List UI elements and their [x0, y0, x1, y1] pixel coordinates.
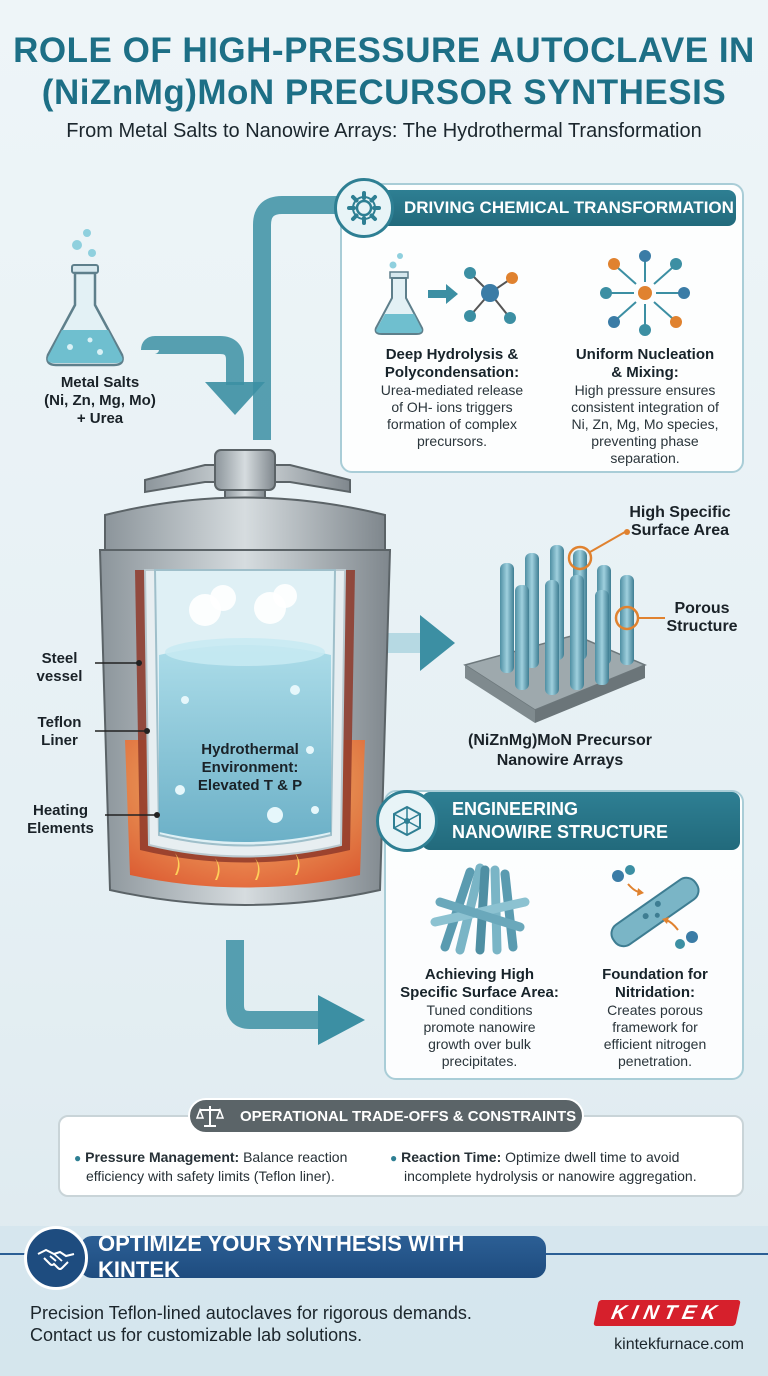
pressure-bullet: ● Pressure Management: Balance reaction … — [74, 1148, 374, 1185]
nanowire-caption-1: (NiZnMg)MoN Precursor — [468, 732, 652, 749]
reaction-time-bullet: ● Reaction Time: Optimize dwell time to … — [390, 1148, 736, 1185]
porous-label-1: Porous — [674, 600, 730, 617]
surface-item-text-3: growth over bulk — [428, 1036, 531, 1052]
input-label-line-3: + Urea — [76, 410, 124, 427]
teflon-label-2: Liner — [41, 732, 78, 749]
nucleation-text-3: Ni, Zn, Mg, Mo species, — [571, 416, 719, 432]
nucleation-item: Uniform Nucleation & Mixing: High pressu… — [550, 346, 740, 467]
nucleation-text-1: High pressure ensures — [574, 382, 716, 398]
nitridation-text-1: Creates porous — [607, 1002, 703, 1018]
bullet-dot-icon: ● — [74, 1151, 82, 1165]
nitridation-text-3: efficient nitrogen — [603, 1036, 707, 1052]
hydrolysis-icon — [374, 253, 518, 335]
gear-icon — [334, 178, 394, 238]
footer-tagline: Precision Teflon-lined autoclaves for ri… — [30, 1302, 530, 1346]
tradeoffs-heading: OPERATIONAL TRADE-OFFS & CONSTRAINTS — [188, 1098, 584, 1134]
surface-item-title-1: Achieving High — [424, 966, 535, 983]
cta-button[interactable]: OPTIMIZE YOUR SYNTHESIS WITH KINTEK — [80, 1231, 546, 1282]
nucleation-text-4: preventing phase — [591, 433, 699, 449]
nucleation-icon — [600, 250, 690, 336]
pressure-bullet-title: Pressure Management: — [85, 1149, 240, 1165]
handshake-icon — [24, 1226, 88, 1290]
bullet-dot-icon: ● — [390, 1151, 398, 1165]
porous-structure-callout: Porous Structure — [660, 600, 744, 636]
title-line-2: (NiZnMg)MoN PRECURSOR SYNTHESIS — [41, 73, 727, 112]
page-title: ROLE OF HIGH-PRESSURE AUTOCLAVE IN (NiZn… — [0, 30, 768, 114]
surface-item-title-2: Specific Surface Area: — [400, 984, 559, 1001]
surface-area-callout: High Specific Surface Area — [620, 504, 740, 540]
nucleation-text-5: separation. — [610, 450, 680, 466]
heating-elements-label: Heating Elements — [18, 802, 103, 838]
heating-label-2: Elements — [27, 820, 94, 837]
surface-item-text-4: precipitates. — [441, 1053, 518, 1069]
env-line-2: Environment: — [201, 759, 299, 776]
nucleation-title-1: Uniform Nucleation — [575, 346, 715, 363]
hydrolysis-title-1: Deep Hydrolysis & — [385, 346, 519, 363]
surface-label-1: High Specific — [629, 504, 731, 521]
steel-label-1: Steel — [41, 650, 78, 667]
nitridation-item: Foundation for Nitridation: Creates poro… — [575, 966, 735, 1070]
autoclave-illustration — [98, 449, 392, 906]
env-line-1: Hydrothermal — [201, 741, 299, 758]
env-line-3: Elevated T & P — [197, 777, 303, 794]
label-leader-lines — [95, 660, 160, 818]
chemical-panel-heading: DRIVING CHEMICAL TRANSFORMATION — [378, 190, 736, 226]
hydrolysis-text-3: formation of complex — [387, 416, 517, 432]
nitridation-text-2: framework for — [612, 1019, 698, 1035]
nitridation-title-1: Foundation for — [602, 966, 708, 983]
nanowire-caption-2: Nanowire Arrays — [496, 752, 624, 769]
hydrothermal-label: Hydrothermal Environment: Elevated T & P — [170, 741, 330, 795]
reaction-bullet-text-2: incomplete hydrolysis or nanowire aggreg… — [404, 1168, 697, 1184]
pressure-bullet-text-1: Balance reaction — [239, 1149, 348, 1165]
heating-label-1: Heating — [32, 802, 88, 819]
nanowire-bundle-icon — [430, 863, 530, 955]
pressure-bullet-text-2: efficiency with safety limits (Teflon li… — [86, 1168, 335, 1184]
teflon-liner-label: Teflon Liner — [22, 714, 97, 750]
flask-icon — [46, 229, 124, 367]
surface-item-text-2: promote nanowire — [423, 1019, 536, 1035]
hydrolysis-title-2: Polycondensation: — [384, 364, 520, 381]
steel-label-2: vessel — [36, 668, 83, 685]
nitridation-icon — [610, 865, 700, 949]
nanowire-array-illustration — [463, 545, 647, 723]
structure-heading-2: NANOWIRE STRUCTURE — [452, 822, 668, 842]
input-label-line-1: Metal Salts — [60, 374, 140, 391]
hydrolysis-text-1: Urea-mediated release — [380, 382, 524, 398]
title-line-1: ROLE OF HIGH-PRESSURE AUTOCLAVE IN — [13, 31, 755, 70]
page-subtitle: From Metal Salts to Nanowire Arrays: The… — [66, 120, 702, 142]
reaction-bullet-title: Reaction Time: — [401, 1149, 502, 1165]
structure-panel-heading: ENGINEERING NANOWIRE STRUCTURE — [422, 792, 740, 850]
website-link[interactable]: kintekfurnace.com — [614, 1336, 744, 1353]
surface-item-text-1: Tuned conditions — [426, 1002, 533, 1018]
kintek-logo[interactable]: KINTEK — [593, 1300, 741, 1326]
reaction-bullet-text-1: Optimize dwell time to avoid — [501, 1149, 680, 1165]
footer-line-2: Contact us for customizable lab solution… — [30, 1325, 363, 1345]
hydrolysis-text-4: precursors. — [416, 433, 488, 449]
balance-scale-icon — [192, 1100, 228, 1132]
nanowire-caption: (NiZnMg)MoN Precursor Nanowire Arrays — [440, 731, 680, 771]
hydrolysis-text-2: of OH- ions triggers — [391, 399, 513, 415]
nucleation-title-2: & Mixing: — [611, 364, 679, 381]
nitridation-title-2: Nitridation: — [615, 984, 695, 1001]
hydrolysis-item: Deep Hydrolysis & Polycondensation: Urea… — [362, 346, 542, 450]
nitridation-text-4: penetration. — [618, 1053, 692, 1069]
steel-vessel-label: Steel vessel — [22, 650, 97, 686]
input-label: Metal Salts (Ni, Zn, Mg, Mo) + Urea — [20, 374, 180, 428]
structure-heading-1: ENGINEERING — [452, 799, 579, 819]
porous-label-2: Structure — [666, 618, 738, 635]
footer-line-1: Precision Teflon-lined autoclaves for ri… — [30, 1303, 472, 1323]
nanowire-callouts — [567, 529, 665, 631]
cube-network-icon — [376, 790, 438, 852]
surface-label-2: Surface Area — [630, 522, 730, 539]
nucleation-text-2: consistent integration of — [571, 399, 719, 415]
input-label-line-2: (Ni, Zn, Mg, Mo) — [44, 392, 156, 409]
teflon-label-1: Teflon — [37, 714, 82, 731]
surface-area-item: Achieving High Specific Surface Area: Tu… — [392, 966, 567, 1070]
